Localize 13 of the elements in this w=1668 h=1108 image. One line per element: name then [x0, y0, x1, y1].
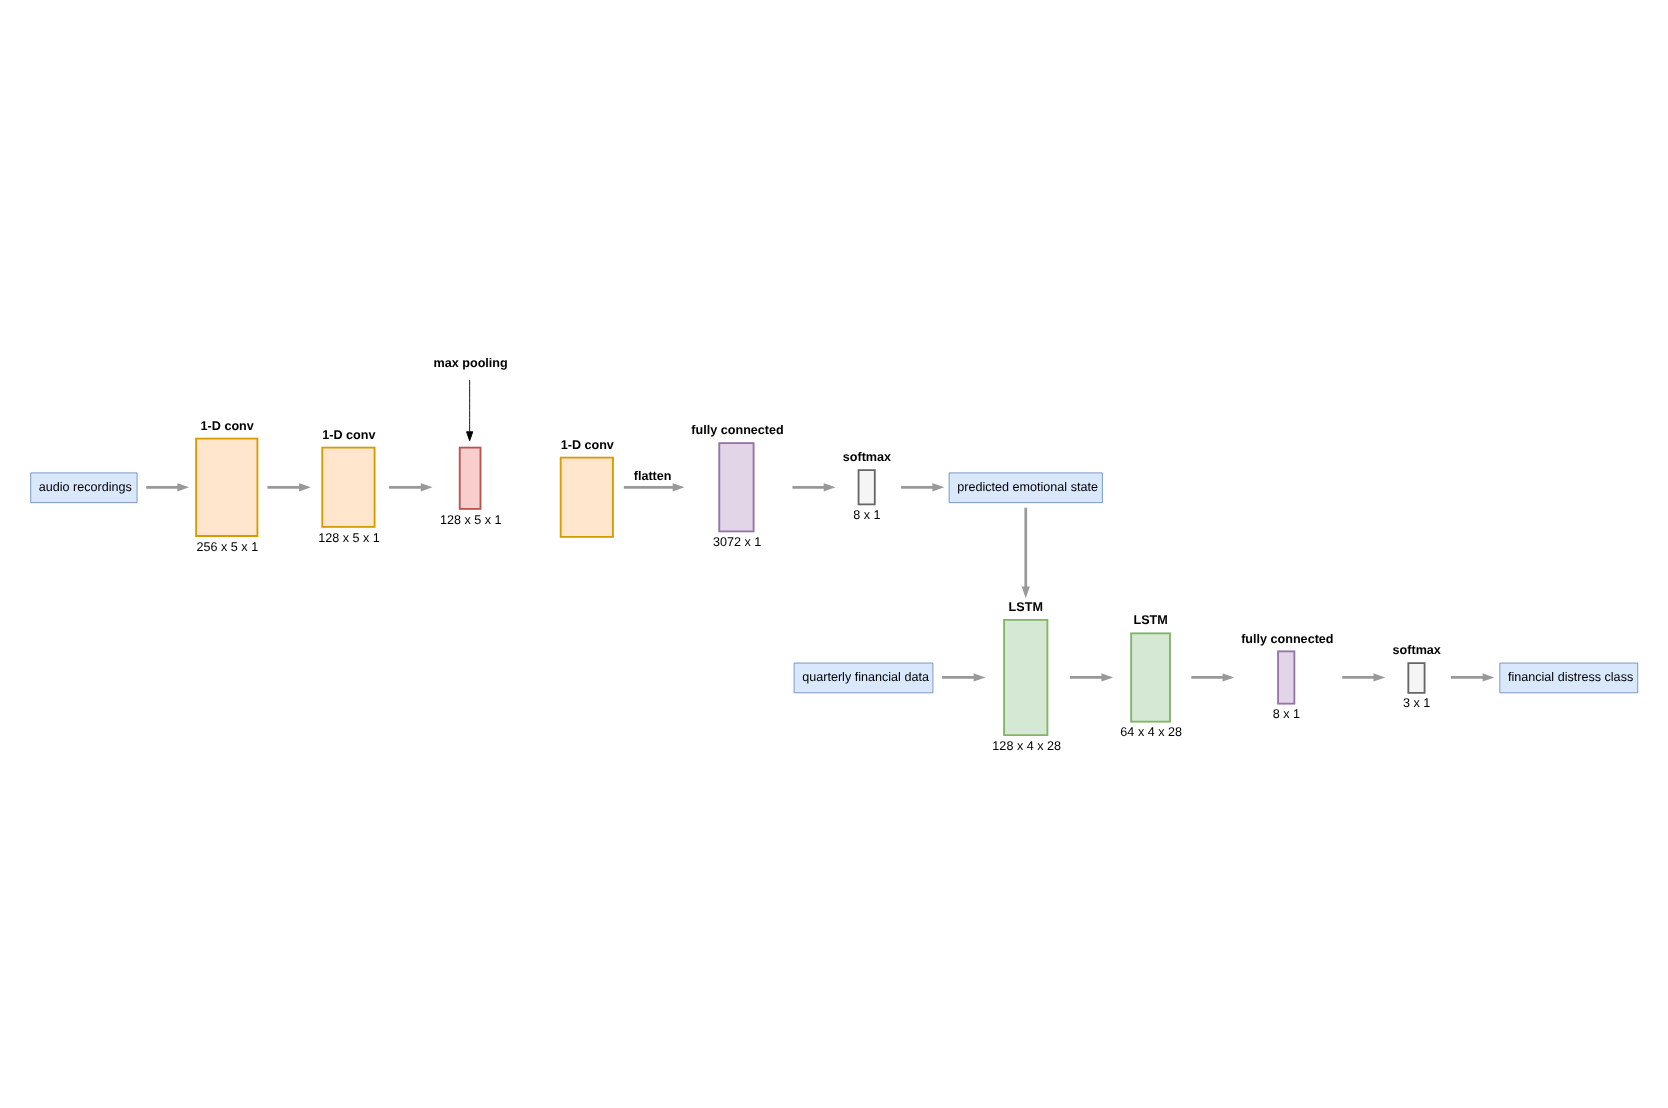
arrow	[267, 483, 311, 492]
arrow	[466, 379, 474, 442]
arrow	[389, 483, 433, 492]
arrow	[623, 483, 685, 492]
arrow	[942, 673, 986, 682]
arrow	[1450, 673, 1495, 682]
arrow	[792, 483, 836, 492]
arrow	[1191, 673, 1235, 682]
arrow	[1342, 673, 1386, 682]
arrow	[1069, 673, 1114, 682]
arrow	[146, 483, 190, 492]
arrow	[1021, 507, 1030, 599]
arrow	[901, 483, 945, 492]
